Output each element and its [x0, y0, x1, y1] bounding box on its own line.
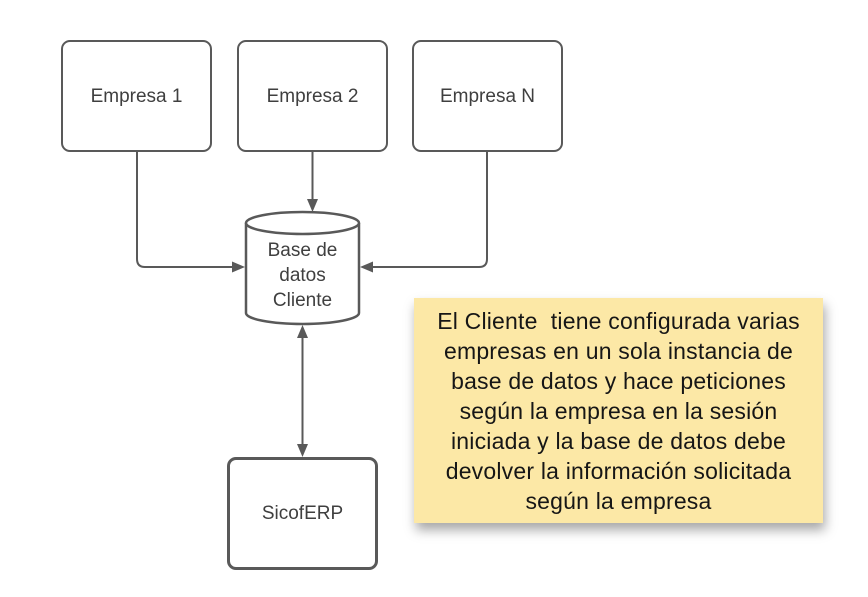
connector-empresa2-database — [307, 152, 318, 212]
database-label-text: Base de datos Cliente — [267, 239, 338, 311]
connector-empresan-database — [360, 152, 488, 273]
node-empresa-n: Empresa N — [412, 40, 563, 152]
database-cylinder-shape — [244, 210, 361, 326]
connector-empresa1-database — [136, 152, 245, 273]
node-empresa-1: Empresa 1 — [61, 40, 212, 152]
sticky-note: El Cliente tiene configurada varias empr… — [414, 298, 823, 523]
node-sicoferp: SicofERP — [227, 457, 378, 570]
node-empresa-1-label: Empresa 1 — [90, 85, 183, 107]
node-sicoferp-label: SicofERP — [261, 503, 344, 524]
connector-database-sicoferp — [297, 325, 308, 457]
node-empresa-n-label: Empresa N — [439, 85, 536, 107]
node-empresa-2: Empresa 2 — [237, 40, 388, 152]
node-database-label: Base de datos Cliente — [245, 230, 360, 320]
sticky-note-text: El Cliente tiene configurada varias empr… — [437, 307, 800, 514]
node-empresa-2-label: Empresa 2 — [266, 85, 359, 107]
